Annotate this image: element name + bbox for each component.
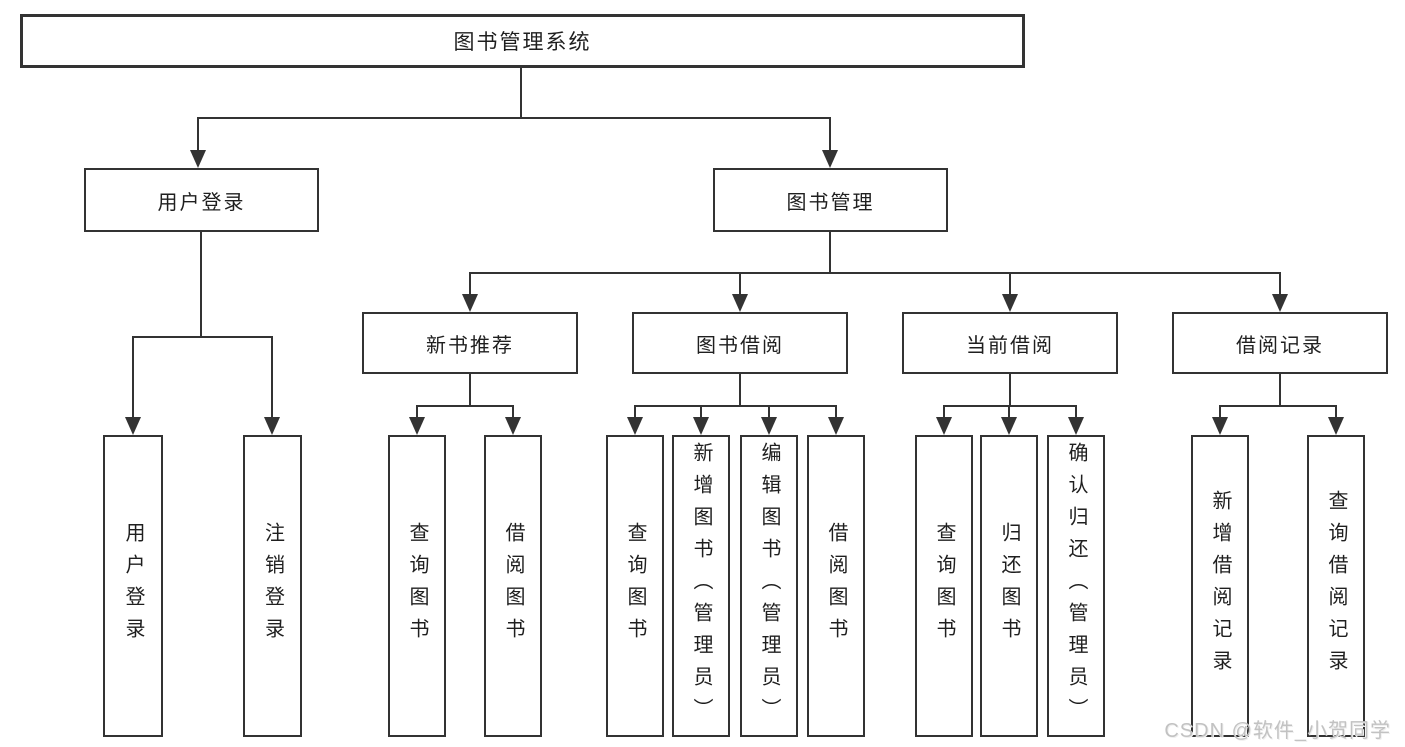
- leaf-logout: 注销登录: [243, 435, 302, 737]
- arrow-down-icon: [1328, 417, 1344, 435]
- leaf-query-books-borrow: 查询图书: [606, 435, 664, 737]
- connector-drop: [835, 405, 837, 420]
- connector-root-bar: [197, 117, 831, 119]
- arrow-down-icon: [761, 417, 777, 435]
- connector-records-stem: [1279, 374, 1281, 407]
- arrow-down-icon: [1212, 417, 1228, 435]
- leaf-label: 归还图书: [998, 522, 1020, 650]
- arrow-down-icon: [693, 417, 709, 435]
- arrow-down-icon: [462, 294, 478, 312]
- arrow-down-icon: [190, 150, 206, 168]
- arrow-down-icon: [1272, 294, 1288, 312]
- connector-root-stem: [520, 68, 522, 118]
- leaf-query-borrow-record: 查询借阅记录: [1307, 435, 1365, 737]
- arrow-down-icon: [828, 417, 844, 435]
- leaf-label: 新增图书（管理员）: [690, 442, 712, 730]
- connector-newbook-bar: [416, 405, 514, 407]
- node-book-borrow: 图书借阅: [632, 312, 848, 374]
- leaf-confirm-return-admin: 确认归还（管理员）: [1047, 435, 1105, 737]
- leaf-borrow-books: 借阅图书: [807, 435, 865, 737]
- connector-login-stem: [200, 232, 202, 338]
- arrow-down-icon: [1001, 417, 1017, 435]
- connector-borrow-bar: [634, 405, 837, 407]
- arrow-down-icon: [936, 417, 952, 435]
- arrow-down-icon: [822, 150, 838, 168]
- connector-drop: [943, 405, 945, 420]
- leaf-label: 借阅图书: [825, 522, 847, 650]
- node-new-book-recommend: 新书推荐: [362, 312, 578, 374]
- leaf-label: 查询借阅记录: [1325, 490, 1347, 682]
- leaf-label: 用户登录: [122, 522, 144, 650]
- connector-newbook-stem: [469, 374, 471, 407]
- connector-drop-borrow-records: [1279, 272, 1281, 296]
- leaf-label: 编辑图书（管理员）: [758, 442, 780, 730]
- connector-drop-leaf-logout: [271, 336, 273, 420]
- connector-drop: [512, 405, 514, 420]
- node-user-login: 用户登录: [84, 168, 319, 232]
- leaf-add-borrow-record: 新增借阅记录: [1191, 435, 1249, 737]
- connector-drop: [768, 405, 770, 420]
- connector-drop-user-login: [197, 117, 199, 152]
- leaf-borrow-books-recommend: 借阅图书: [484, 435, 542, 737]
- connector-drop-new-book: [469, 272, 471, 296]
- arrow-down-icon: [1068, 417, 1084, 435]
- node-root: 图书管理系统: [20, 14, 1025, 68]
- connector-borrow-stem: [739, 374, 741, 407]
- leaf-query-books-current: 查询图书: [915, 435, 973, 737]
- arrow-down-icon: [1002, 294, 1018, 312]
- connector-drop: [1008, 405, 1010, 420]
- arrow-down-icon: [125, 417, 141, 435]
- arrow-down-icon: [409, 417, 425, 435]
- connector-mgmt-stem: [829, 232, 831, 274]
- connector-drop: [1075, 405, 1077, 420]
- connector-drop-book-management: [829, 117, 831, 152]
- connector-current-bar: [943, 405, 1077, 407]
- connector-login-bar: [133, 336, 273, 338]
- leaf-label: 借阅图书: [502, 522, 524, 650]
- connector-records-bar: [1219, 405, 1337, 407]
- connector-current-stem: [1009, 374, 1011, 407]
- connector-drop: [1335, 405, 1337, 420]
- arrow-down-icon: [505, 417, 521, 435]
- arrow-down-icon: [264, 417, 280, 435]
- node-current-borrow: 当前借阅: [902, 312, 1118, 374]
- leaf-label: 注销登录: [261, 522, 284, 650]
- leaf-label: 新增借阅记录: [1209, 490, 1231, 682]
- connector-drop: [416, 405, 418, 420]
- leaf-add-books-admin: 新增图书（管理员）: [672, 435, 730, 737]
- leaf-label: 查询图书: [406, 522, 428, 650]
- connector-drop-leaf-user-login: [132, 336, 134, 420]
- leaf-label: 确认归还（管理员）: [1065, 442, 1087, 730]
- leaf-return-books: 归还图书: [980, 435, 1038, 737]
- connector-mgmt-bar: [469, 272, 1281, 274]
- leaf-edit-books-admin: 编辑图书（管理员）: [740, 435, 798, 737]
- node-borrow-records: 借阅记录: [1172, 312, 1388, 374]
- connector-drop-book-borrow: [739, 272, 741, 296]
- csdn-watermark: CSDN @软件_小贺同学: [1164, 720, 1391, 742]
- connector-drop: [1219, 405, 1221, 420]
- connector-drop: [700, 405, 702, 420]
- leaf-user-login: 用户登录: [103, 435, 163, 737]
- leaf-query-books-recommend: 查询图书: [388, 435, 446, 737]
- arrow-down-icon: [627, 417, 643, 435]
- leaf-label: 查询图书: [933, 522, 955, 650]
- arrow-down-icon: [732, 294, 748, 312]
- node-book-management: 图书管理: [713, 168, 948, 232]
- connector-drop: [634, 405, 636, 420]
- connector-drop-current-borrow: [1009, 272, 1011, 296]
- leaf-label: 查询图书: [624, 522, 646, 650]
